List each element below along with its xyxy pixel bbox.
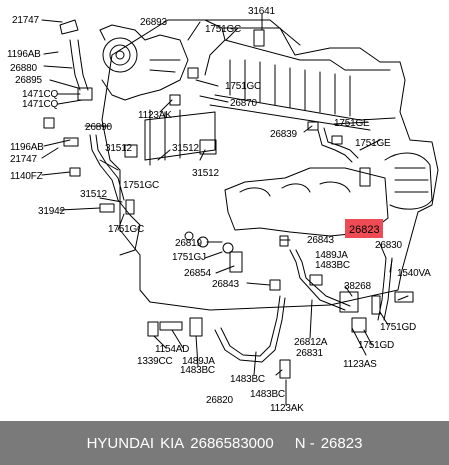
label-1483bc: 1483BC	[250, 389, 285, 400]
label-26843: 26843	[307, 235, 334, 246]
callout-labels: 21747 26893 1751GC 31641 1196AB 26880 26…	[7, 6, 431, 414]
label-31512: 31512	[172, 143, 199, 154]
label-26893: 26893	[140, 17, 167, 28]
label-1540va: 1540VA	[397, 268, 431, 279]
label-31942: 31942	[38, 206, 65, 217]
label-1471cq: 1471CQ	[22, 89, 58, 100]
label-26843: 26843	[212, 279, 239, 290]
label-1489ja: 1489JA	[315, 250, 348, 261]
label-1196ab: 1196AB	[7, 49, 41, 60]
label-26890: 26890	[85, 122, 112, 133]
label-1154ad: 1154AD	[155, 344, 189, 355]
label-1489ja: 1489JA	[182, 356, 215, 367]
label-26819: 26819	[175, 238, 202, 249]
label-1123ak: 1123AK	[270, 403, 304, 414]
label-26823-highlighted: 26823	[349, 224, 380, 236]
label-1196ab: 1196AB	[10, 142, 44, 153]
label-1751gc: 1751GC	[225, 81, 261, 92]
label-26839: 26839	[270, 129, 297, 140]
label-31641: 31641	[248, 6, 275, 17]
label-1751gc: 1751GC	[205, 24, 241, 35]
part-info-footer: HYUNDAI KIA 2686583000 N - 26823	[0, 421, 449, 465]
label-1751ge: 1751GE	[355, 138, 391, 149]
label-1751gj: 1751GJ	[172, 252, 206, 263]
label-1123as: 1123AS	[343, 359, 377, 370]
label-26830: 26830	[375, 240, 402, 251]
label-1751gc: 1751GC	[123, 180, 159, 191]
label-1123ak: 1123AK	[138, 110, 172, 121]
highlight-box	[345, 219, 383, 238]
label-1751gd: 1751GD	[380, 322, 416, 333]
label-26895: 26895	[15, 75, 42, 86]
footer-oem-number: 2686583000	[190, 434, 274, 452]
label-21747: 21747	[10, 154, 37, 165]
label-38268: 38268	[344, 281, 371, 292]
footer-brand: HYUNDAI	[86, 434, 155, 452]
label-1751ge: 1751GE	[334, 118, 370, 129]
label-1339cc: 1339CC	[137, 356, 173, 367]
label-26812a: 26812A	[294, 337, 328, 348]
label-1751gc: 1751GC	[108, 224, 144, 235]
label-1140fz: 1140FZ	[10, 171, 43, 182]
label-1483bc: 1483BC	[180, 365, 215, 376]
label-26820: 26820	[206, 395, 233, 406]
label-1483bc: 1483BC	[230, 374, 265, 385]
label-1483bc: 1483BC	[315, 260, 350, 271]
label-1471cq: 1471CQ	[22, 99, 58, 110]
label-1751gd: 1751GD	[358, 340, 394, 351]
engine-drawing	[41, 13, 439, 406]
label-31512: 31512	[192, 168, 219, 179]
footer-make: KIA	[160, 434, 185, 452]
label-26880: 26880	[10, 63, 37, 74]
label-31512: 31512	[105, 143, 132, 154]
label-26854: 26854	[184, 268, 211, 279]
footer-part-number: 26823	[320, 434, 363, 452]
label-21747: 21747	[12, 15, 39, 26]
label-26831: 26831	[296, 348, 323, 359]
engine-exploded-diagram: 21747 26893 1751GC 31641 1196AB 26880 26…	[7, 6, 439, 414]
label-31512: 31512	[80, 189, 107, 200]
footer-n-label: N -	[294, 434, 315, 452]
label-26870: 26870	[230, 98, 257, 109]
